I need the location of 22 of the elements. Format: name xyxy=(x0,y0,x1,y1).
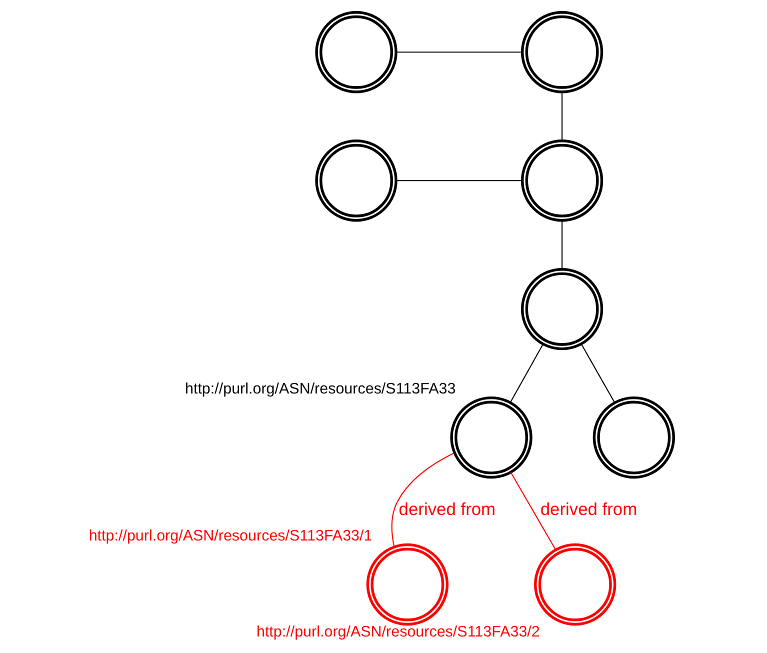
node-circle xyxy=(534,543,616,626)
node-label: http://purl.org/ASN/resources/S113FA33/2 xyxy=(256,623,540,640)
node-circle xyxy=(315,11,398,94)
connector xyxy=(510,344,544,403)
connector xyxy=(396,180,522,182)
connector xyxy=(580,344,616,403)
node-circle xyxy=(592,396,675,479)
node-circle xyxy=(366,543,449,626)
node-circle xyxy=(450,396,532,479)
connector xyxy=(562,220,563,269)
node-label: http://purl.org/ASN/resources/S113FA33/1 xyxy=(88,528,372,545)
edge-label: derived from xyxy=(398,499,496,520)
connector xyxy=(562,92,563,141)
node-label: http://purl.org/ASN/resources/S113FA33 xyxy=(185,380,456,398)
edge-label: derived from xyxy=(540,499,638,520)
connector xyxy=(396,52,522,53)
node-circle xyxy=(315,140,398,222)
node-circle xyxy=(520,268,604,350)
node-circle xyxy=(520,11,604,94)
connector xyxy=(391,452,455,548)
connector xyxy=(510,472,556,550)
node-circle xyxy=(520,140,604,222)
